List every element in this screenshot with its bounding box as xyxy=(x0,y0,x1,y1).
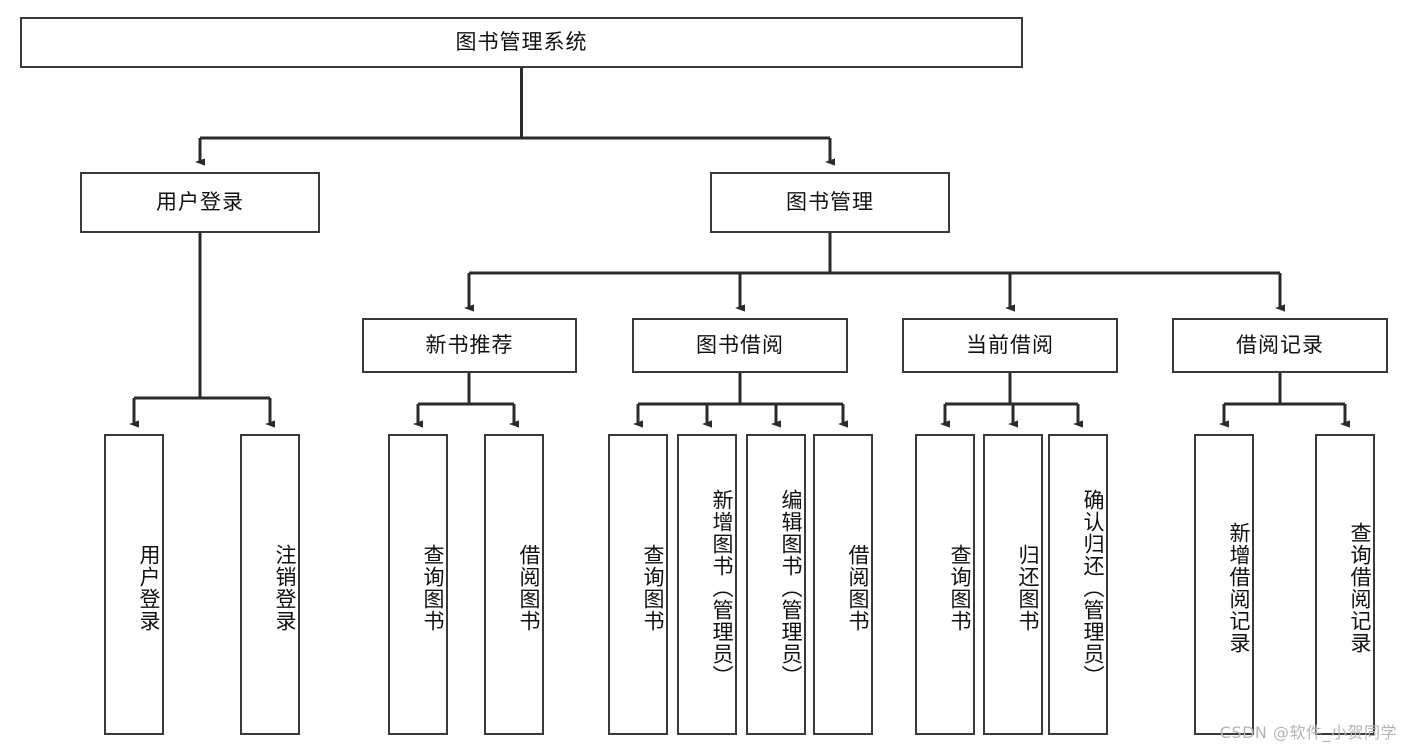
new-book-recommend[interactable]: 新书推荐 xyxy=(362,318,577,373)
borrow-record[interactable]: 借阅记录 xyxy=(1172,318,1388,373)
leaf-add-record[interactable]: 新增借阅记录 xyxy=(1194,434,1254,735)
leaf-add-record-label: 新增借阅记录 xyxy=(1227,521,1251,654)
leaf-query-book-3[interactable]: 查询图书 xyxy=(915,434,975,735)
leaf-confirm-return[interactable]: 确认归还（管理员） xyxy=(1048,434,1108,735)
leaf-borrow-book-1[interactable]: 借阅图书 xyxy=(484,434,544,735)
leaf-query-record[interactable]: 查询借阅记录 xyxy=(1315,434,1375,735)
leaf-query-record-label: 查询借阅记录 xyxy=(1348,521,1372,654)
leaf-edit-book[interactable]: 编辑图书（管理员） xyxy=(746,434,806,735)
leaf-add-book[interactable]: 新增图书（管理员） xyxy=(677,434,737,735)
book-borrow-label: 图书借阅 xyxy=(696,332,784,357)
leaf-logout-label: 注销登录 xyxy=(273,543,297,632)
current-borrow[interactable]: 当前借阅 xyxy=(902,318,1118,373)
leaf-return-book-label: 归还图书 xyxy=(1016,543,1040,632)
user-login[interactable]: 用户登录 xyxy=(80,172,320,233)
new-book-recommend-label: 新书推荐 xyxy=(425,332,514,357)
user-login-label: 用户登录 xyxy=(156,189,244,214)
current-borrow-label: 当前借阅 xyxy=(966,332,1054,357)
leaf-query-book-3-label: 查询图书 xyxy=(948,543,972,632)
leaf-user-login[interactable]: 用户登录 xyxy=(104,434,164,735)
leaf-query-book-1-label: 查询图书 xyxy=(421,543,445,632)
book-manage-label: 图书管理 xyxy=(786,189,874,214)
leaf-borrow-book-2[interactable]: 借阅图书 xyxy=(813,434,873,735)
leaf-query-book-2[interactable]: 查询图书 xyxy=(608,434,668,735)
leaf-logout[interactable]: 注销登录 xyxy=(240,434,300,735)
borrow-record-label: 借阅记录 xyxy=(1236,332,1324,357)
leaf-confirm-return-label: 确认归还（管理员） xyxy=(1081,488,1105,687)
book-borrow[interactable]: 图书借阅 xyxy=(632,318,848,373)
leaf-borrow-book-1-label: 借阅图书 xyxy=(517,543,541,632)
leaf-add-book-label: 新增图书（管理员） xyxy=(710,488,734,687)
leaf-user-login-label: 用户登录 xyxy=(137,543,161,632)
leaf-query-book-2-label: 查询图书 xyxy=(641,543,665,632)
root[interactable]: 图书管理系统 xyxy=(20,17,1023,68)
root-label: 图书管理系统 xyxy=(455,29,588,54)
leaf-query-book-1[interactable]: 查询图书 xyxy=(388,434,448,735)
book-manage[interactable]: 图书管理 xyxy=(710,172,950,233)
csdn-watermark: CSDN @软件_小贺同学 xyxy=(1219,723,1397,742)
leaf-borrow-book-2-label: 借阅图书 xyxy=(846,543,870,632)
leaf-return-book[interactable]: 归还图书 xyxy=(983,434,1043,735)
leaf-edit-book-label: 编辑图书（管理员） xyxy=(779,488,803,687)
